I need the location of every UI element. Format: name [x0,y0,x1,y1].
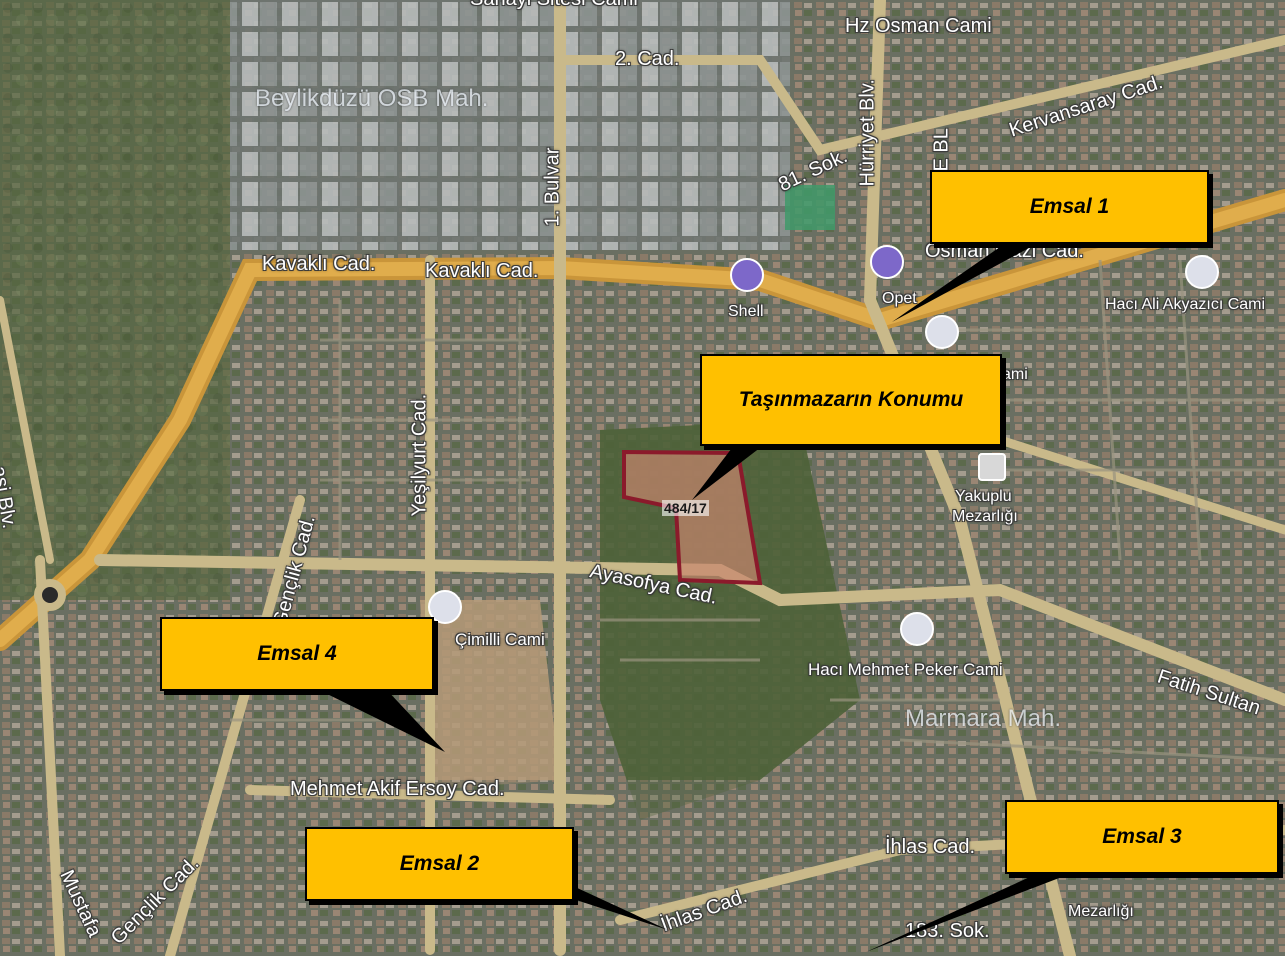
label-osman-cami: Hz Osman Cami [845,15,992,37]
callout-tasinmaz-konumu: Taşınmazarın Konumu [700,354,1002,446]
label-haci-ali: Hacı Ali Akyazıcı Cami [1105,296,1266,313]
fuel-pump-icon[interactable] [870,245,904,279]
label-2-cad: 2. Cad. [615,48,680,70]
label-mehmet-akif: Mehmet Akif Ersoy Cad. [290,778,505,800]
label-yakuplu: Yakuplu [955,488,1012,505]
emsal4-pointer [315,688,445,752]
mosque-icon[interactable] [900,612,934,646]
label-mezarligi-2: Mezarlığı [1068,903,1134,920]
mosque-icon[interactable] [925,315,959,349]
callout-emsal-4: Emsal 4 [160,617,434,691]
label-kavakli-2: Kavaklı Cad. [425,260,539,282]
callout-emsal-2: Emsal 2 [305,827,574,901]
mosque-icon[interactable] [428,590,462,624]
parcel-label: 484/17 [662,500,709,516]
label-shell: Shell [728,303,764,320]
area-label-beylikduzu: Beylikdüzü OSB Mah. [255,85,489,112]
konum-pointer [692,444,765,500]
label-mezarligi: Mezarlığı [952,508,1018,525]
emsal1-pointer [892,240,1040,322]
cemetery-icon[interactable] [978,453,1006,481]
area-label-marmara: Marmara Mah. [905,705,1062,732]
label-opet: Opet [882,290,917,307]
mosque-icon[interactable] [1185,255,1219,289]
label-kavakli-1: Kavaklı Cad. [262,253,376,275]
fuel-pump-icon[interactable] [730,258,764,292]
label-ihlas-1: İhlas Cad. [885,836,976,858]
label-haci-mehmet: Hacı Mehmet Peker Cami [808,660,1003,679]
label-sanayi-cami: Sanayi Sitesi Cami [470,0,638,11]
callout-emsal-3: Emsal 3 [1005,800,1279,874]
label-cimilli: Çimilli Cami [455,630,545,649]
emsal3-pointer [866,870,1080,952]
callout-emsal-1: Emsal 1 [930,170,1209,244]
label-ami: ami [1002,366,1028,383]
